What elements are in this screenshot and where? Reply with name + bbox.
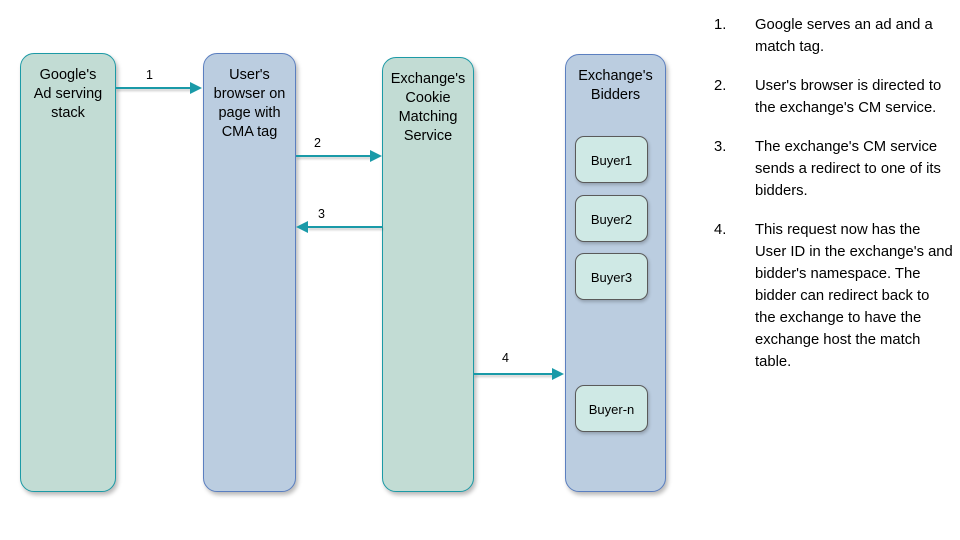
arrow-2-number: 2 [314,136,321,150]
step-1-number: 1. [714,17,727,33]
arrow-3-line [307,226,382,229]
step-4-number: 4. [714,222,727,238]
lane-cms-label: Exchange's Cookie Matching Service [390,71,466,144]
arrow-1-line [116,87,192,90]
step-3-number: 3. [714,139,727,155]
steps-list: 1. Google serves an ad and a match tag. … [706,14,954,390]
arrow-3-head-icon [296,221,308,233]
lane-user-browser: User's browser on page with CMA tag [203,53,296,492]
arrow-1-number: 1 [146,68,153,82]
step-item-1: 1. Google serves an ad and a match tag. [706,14,954,58]
step-3-text: The exchange's CM service sends a redire… [755,139,941,199]
step-item-3: 3. The exchange's CM service sends a red… [706,136,954,202]
arrow-1-head-icon [190,82,202,94]
step-item-4: 4. This request now has the User ID in t… [706,219,954,373]
arrow-3-number: 3 [318,207,325,221]
buyer-box-1: Buyer1 [575,136,648,183]
arrow-2-head-icon [370,150,382,162]
arrow-4-line [474,373,554,376]
buyer-box-n: Buyer-n [575,385,648,432]
arrow-2-line [296,155,372,158]
lane-google-label: Google's Ad serving stack [33,67,103,121]
lane-bidders-label: Exchange's Bidders [578,68,653,103]
buyer-box-3: Buyer3 [575,253,648,300]
arrow-4-head-icon [552,368,564,380]
lane-exchange-cookie-matching-service: Exchange's Cookie Matching Service [382,57,474,492]
step-2-text: User's browser is directed to the exchan… [755,78,942,116]
arrow-4-number: 4 [502,351,509,365]
step-1-text: Google serves an ad and a match tag. [755,17,933,55]
step-item-2: 2. User's browser is directed to the exc… [706,75,954,119]
lane-google-ad-serving-stack: Google's Ad serving stack [20,53,116,492]
step-2-number: 2. [714,78,727,94]
lane-browser-label: User's browser on page with CMA tag [213,67,286,140]
step-4-text: This request now has the User ID in the … [755,222,953,370]
buyer-box-2: Buyer2 [575,195,648,242]
